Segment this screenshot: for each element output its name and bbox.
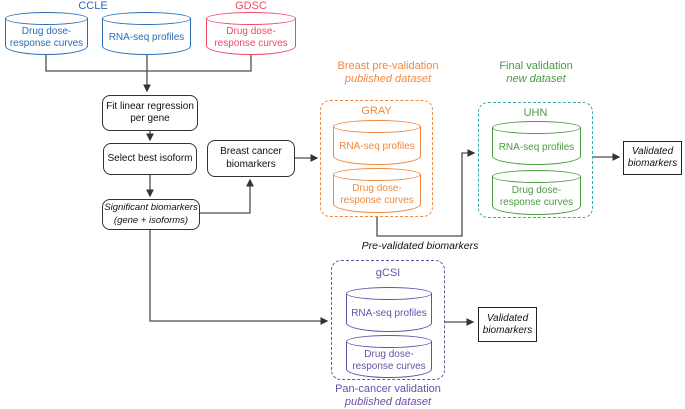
significant-biomarkers-box: Significant biomarkers (gene + isoforms) xyxy=(102,199,200,230)
validated-biomarkers-bottom-box: Validated biomarkers xyxy=(478,307,542,347)
cylinder-top-ellipse xyxy=(206,12,296,25)
fit-regression-box: Fit linear regression per gene xyxy=(102,95,198,131)
gray-group-subtitle: published dataset xyxy=(344,72,432,85)
cylinder-label: Drug dose- response curves xyxy=(214,26,288,49)
gray-dataset-label: GRAY xyxy=(361,105,392,117)
cylinder-label: RNA-seq profiles xyxy=(108,32,185,43)
breast-cancer-biomarkers-box: Breast cancer biomarkers xyxy=(207,140,295,177)
cylinder-label: RNA-seq profiles xyxy=(498,141,575,153)
uhn-drug-dose-cylinder: Drug dose- response curves xyxy=(492,170,581,215)
uhn-dataset-group: UHN RNA-seq profiles Drug dose- response… xyxy=(478,102,593,218)
gcsi-dataset-group: gCSI RNA-seq profiles Drug dose- respons… xyxy=(331,260,445,380)
validated-biomarkers-top-box: Validated biomarkers xyxy=(623,141,685,180)
gcsi-group-caption: Pan-cancer validation published dataset xyxy=(318,383,458,408)
gcsi-group-subtitle: published dataset xyxy=(344,395,432,408)
select-isoform-box: Select best isoform xyxy=(103,143,197,175)
gray-group-header: Breast pre-validation published dataset xyxy=(318,60,458,85)
gray-group-title: Breast pre-validation xyxy=(337,60,439,72)
cylinder-label: Drug dose- response curves xyxy=(499,185,574,208)
ccle-drug-dose-cylinder: Drug dose- response curves xyxy=(5,12,88,55)
cylinder-top-ellipse xyxy=(5,12,88,25)
uhn-dataset-label: UHN xyxy=(523,107,548,119)
uhn-group-subtitle: new dataset xyxy=(506,72,566,85)
gdsc-dataset-label: GDSC xyxy=(235,0,267,12)
cylinder-top-ellipse xyxy=(333,120,421,133)
uhn-rnaseq-cylinder: RNA-seq profiles xyxy=(492,121,581,165)
gray-rnaseq-cylinder: RNA-seq profiles xyxy=(333,120,421,165)
cylinder-label: Drug dose- response curves xyxy=(340,183,414,206)
gcsi-rnaseq-cylinder: RNA-seq profiles xyxy=(346,287,432,332)
uhn-group-title: Final validation xyxy=(499,60,573,72)
cylinder-label: Drug dose- response curves xyxy=(9,26,84,49)
arrow-significant-to-breast xyxy=(199,178,254,214)
cylinder-top-ellipse xyxy=(346,287,432,300)
gray-dataset-group: GRAY RNA-seq profiles Drug dose- respons… xyxy=(320,100,433,217)
ccle-rnaseq-cylinder: RNA-seq profiles xyxy=(102,12,191,55)
cylinder-top-ellipse xyxy=(492,121,581,134)
cylinder-label: RNA-seq profiles xyxy=(351,308,427,319)
cylinder-top-ellipse xyxy=(102,12,191,25)
pre-validated-biomarkers-label: Pre-validated biomarkers xyxy=(361,240,479,252)
ccle-dataset-label: CCLE xyxy=(78,0,108,12)
gcsi-drug-dose-cylinder: Drug dose- response curves xyxy=(346,335,432,378)
cylinder-label: RNA-seq profiles xyxy=(339,141,415,152)
cylinder-top-ellipse xyxy=(492,170,581,183)
gcsi-dataset-label: gCSI xyxy=(375,267,401,279)
gdsc-drug-dose-cylinder: Drug dose- response curves xyxy=(206,12,296,55)
connector-sources-merge xyxy=(45,55,252,72)
arrow-significant-to-gcsi xyxy=(149,230,329,325)
cylinder-label: Drug dose- response curves xyxy=(352,349,426,372)
gray-drug-dose-cylinder: Drug dose- response curves xyxy=(333,168,421,213)
cylinder-body xyxy=(492,176,581,215)
uhn-group-header: Final validation new dataset xyxy=(466,60,606,85)
gcsi-group-title: Pan-cancer validation xyxy=(335,383,441,395)
cylinder-top-ellipse xyxy=(346,335,432,348)
